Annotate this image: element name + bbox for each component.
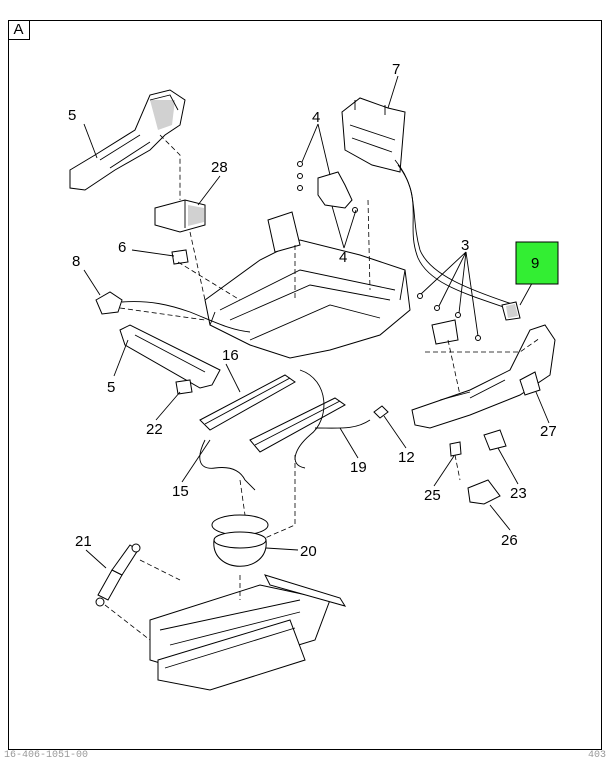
assembly-lines bbox=[104, 134, 541, 641]
part-knob[interactable] bbox=[483, 429, 507, 451]
callout-4: 4 bbox=[312, 109, 320, 126]
callout-9: 9 bbox=[531, 255, 539, 272]
callout-5: 5 bbox=[68, 107, 76, 124]
callout-22: 22 bbox=[146, 421, 163, 438]
part-fitting[interactable] bbox=[373, 405, 389, 419]
part-air-spring[interactable] bbox=[211, 514, 269, 567]
callout-5: 5 bbox=[107, 379, 115, 396]
highlight-box bbox=[515, 241, 559, 285]
part-mounting-bracket[interactable] bbox=[297, 161, 358, 213]
callout-leaders bbox=[83, 75, 550, 569]
callout-3: 3 bbox=[461, 237, 469, 254]
callout-6: 6 bbox=[118, 239, 126, 256]
part-mount-block[interactable] bbox=[154, 199, 206, 233]
callout-27: 27 bbox=[540, 423, 557, 440]
callout-7: 7 bbox=[392, 61, 400, 78]
callout-8: 8 bbox=[72, 253, 80, 270]
part-small-bracket[interactable] bbox=[175, 379, 193, 395]
part-suspension-base[interactable] bbox=[149, 574, 347, 691]
callout-12: 12 bbox=[398, 449, 415, 466]
drawing-frame bbox=[8, 20, 602, 750]
callout-21: 21 bbox=[75, 533, 92, 550]
part-shock-absorber[interactable] bbox=[95, 543, 141, 607]
view-label: A bbox=[8, 20, 30, 40]
callout-28: 28 bbox=[211, 159, 228, 176]
part-connector-switch[interactable] bbox=[501, 301, 521, 321]
part-cover[interactable] bbox=[467, 479, 501, 505]
callout-26: 26 bbox=[501, 532, 518, 549]
callout-15: 15 bbox=[172, 483, 189, 500]
part-cap[interactable] bbox=[449, 441, 462, 457]
callout-25: 25 bbox=[424, 487, 441, 504]
callout-numbers: 5 7 4 4 28 6 3 9 8 5 16 22 27 12 19 15 2… bbox=[68, 61, 557, 560]
page-number: 403 bbox=[587, 750, 606, 761]
part-slide-rails[interactable] bbox=[199, 374, 346, 453]
part-clip[interactable] bbox=[171, 249, 189, 265]
callout-4: 4 bbox=[339, 249, 347, 266]
callout-16: 16 bbox=[222, 347, 239, 364]
callout-20: 20 bbox=[300, 543, 317, 560]
document-id: 16-406-1051-00 bbox=[4, 750, 89, 761]
callout-23: 23 bbox=[510, 485, 527, 502]
part-fasteners[interactable] bbox=[417, 293, 481, 345]
part-seat-frame[interactable] bbox=[204, 211, 411, 359]
part-handle[interactable] bbox=[95, 291, 251, 333]
callout-19: 19 bbox=[350, 459, 367, 476]
part-side-shield-lower[interactable] bbox=[119, 324, 221, 389]
part-side-shield-right[interactable] bbox=[411, 324, 556, 429]
part-seat-cushion[interactable] bbox=[341, 97, 516, 311]
part-side-shield-upper[interactable] bbox=[69, 89, 186, 191]
